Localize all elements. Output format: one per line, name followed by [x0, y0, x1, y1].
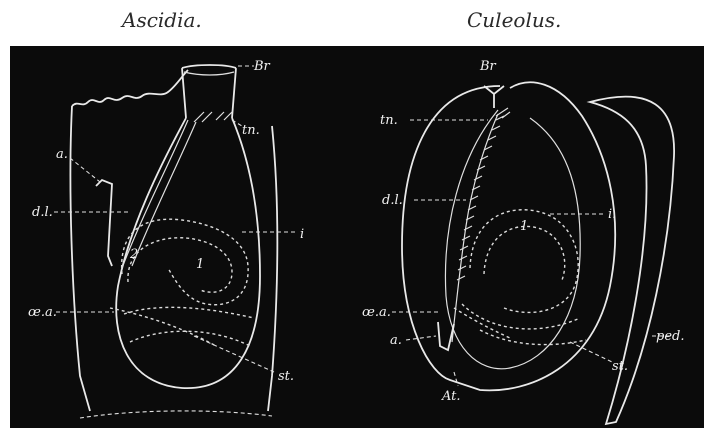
label-ascidia-br: Br	[253, 59, 271, 74]
label-ascidia-tn: tn.	[242, 123, 260, 138]
caption-culeolus: Culeolus.	[467, 8, 561, 32]
ascidia-leader-a	[70, 158, 100, 182]
label-ascidia-st: st.	[278, 369, 294, 384]
label-culeolus-oea: œ.a.	[362, 305, 391, 320]
culeolus-leader-a	[406, 336, 436, 340]
culeolus-intestine-loop-2	[484, 226, 565, 280]
label-culeolus-at: At.	[441, 389, 461, 404]
label-culeolus-1: 1	[520, 219, 528, 234]
culeolus-branchial-sac	[445, 110, 580, 369]
anatomy-figure: Br tn. a. d.l. i 2 1 œ.a. st.	[10, 46, 704, 428]
culeolus-languets	[457, 116, 504, 280]
figure-plate: Br tn. a. d.l. i 2 1 œ.a. st.	[10, 46, 704, 428]
culeolus-siphon	[484, 86, 504, 108]
culeolus-figure: Br tn. d.l. i. 1 œ.a. a. st. ped. At.	[362, 59, 684, 424]
ascidia-tentacles	[194, 112, 232, 122]
culeolus-leader-at	[454, 372, 458, 386]
label-ascidia-dl: d.l.	[32, 205, 53, 220]
label-ascidia-oea: œ.a.	[28, 305, 57, 320]
ascidia-base	[80, 411, 272, 418]
ascidia-intestine-loop-2	[128, 238, 232, 292]
label-ascidia-2: 2	[129, 247, 138, 262]
label-culeolus-ped: ped.	[656, 329, 684, 344]
culeolus-oesophagus	[454, 308, 510, 338]
label-culeolus-br: Br	[479, 59, 497, 74]
label-ascidia-i: i	[300, 227, 304, 242]
label-culeolus-a: a.	[390, 333, 402, 348]
ascidia-test-top	[72, 70, 188, 106]
label-culeolus-st: st.	[612, 359, 628, 374]
caption-ascidia: Ascidia.	[122, 8, 202, 32]
ascidia-intestine-loop-1	[122, 219, 248, 305]
label-ascidia-1: 1	[196, 257, 204, 272]
ascidia-dorsal-lamina-2	[132, 122, 196, 266]
ascidia-rectum	[96, 180, 112, 266]
label-ascidia-a: a.	[56, 147, 68, 162]
label-culeolus-i: i.	[608, 207, 616, 222]
culeolus-dorsal-lamina	[452, 114, 498, 342]
culeolus-peduncle	[590, 97, 674, 424]
ascidia-intestine-loop-3	[124, 307, 254, 318]
culeolus-leader-st	[570, 342, 612, 362]
culeolus-body-outline	[402, 82, 615, 390]
ascidia-figure: Br tn. a. d.l. i 2 1 œ.a. st.	[28, 59, 304, 418]
ascidia-dorsal-lamina	[122, 120, 188, 268]
ascidia-siphon-rim	[184, 72, 234, 75]
label-culeolus-dl: d.l.	[382, 193, 403, 208]
label-culeolus-tn: tn.	[380, 113, 398, 128]
